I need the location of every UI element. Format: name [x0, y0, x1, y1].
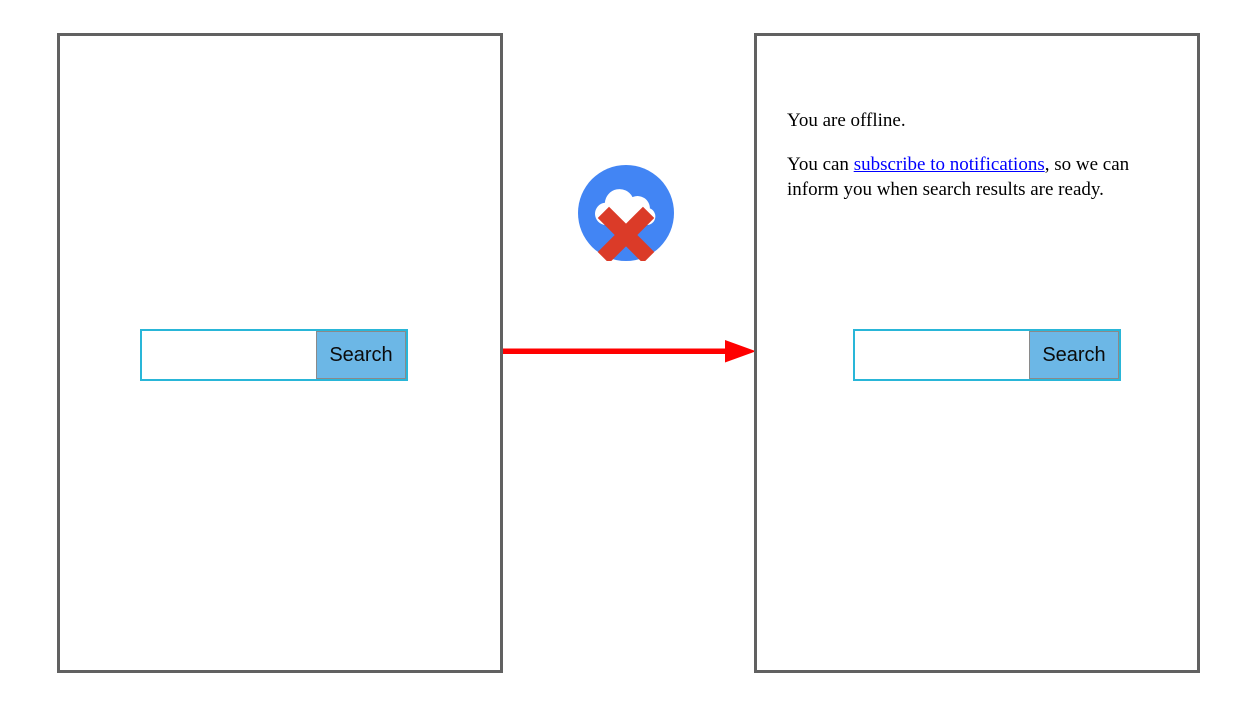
search-widget-after[interactable]: Search [853, 329, 1121, 381]
panel-after: You are offline. You can subscribe to no… [754, 33, 1200, 673]
subscribe-to-notifications-link[interactable]: subscribe to notifications [853, 153, 1045, 175]
offline-subscribe-text: You can subscribe to notifications, so w… [787, 152, 1177, 203]
search-button-after[interactable]: Search [1029, 331, 1119, 379]
error-cross-icon [597, 206, 655, 264]
search-widget-before[interactable]: Search [140, 329, 408, 381]
offline-message-block: You are offline. You can subscribe to no… [787, 108, 1177, 203]
panel-before: Search [57, 33, 503, 673]
offline-status-text: You are offline. [787, 110, 906, 131]
search-input-after[interactable] [855, 331, 1029, 379]
offline-subscribe-prefix: You can [787, 153, 854, 175]
flow-arrow [503, 334, 756, 370]
cloud-offline-icon [578, 165, 674, 264]
right-arrow-icon [503, 340, 756, 363]
search-input-before[interactable] [142, 331, 316, 379]
offline-subscribe-suffix: , so we can inform you when search resul… [787, 153, 1130, 201]
search-button-before[interactable]: Search [316, 331, 406, 379]
